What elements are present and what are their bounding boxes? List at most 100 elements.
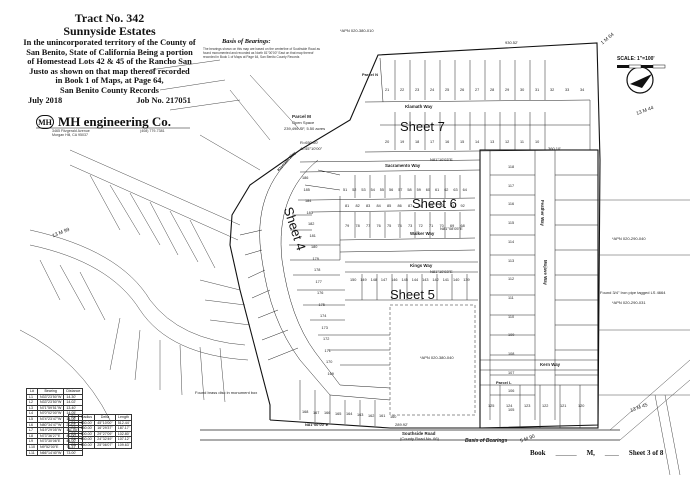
lot-number: 78 <box>355 224 360 228</box>
lot-number: 123 <box>524 404 531 408</box>
lot-number: 54 <box>370 188 375 192</box>
lot-number: 171 <box>324 348 331 353</box>
company-mark-icon: MH <box>36 115 54 129</box>
lot-number: 58 <box>407 188 412 192</box>
street-feather-way: Feather Way <box>540 200 545 226</box>
sheet6-lot-lines <box>311 175 476 260</box>
lot-number: 162 <box>368 413 375 418</box>
parcel-m-subtitle: Open Space <box>292 120 315 125</box>
lot-number: 115 <box>508 221 515 226</box>
sheet5-lot-lines <box>345 274 478 301</box>
found-pipe-note: Found 3/4" Iron pipe tagged LS 4664 <box>600 290 666 295</box>
sheet-5-label: Sheet 5 <box>390 287 435 302</box>
lot-number: 117 <box>508 183 515 188</box>
lot-number: 147 <box>380 278 388 282</box>
lot-number: 142 <box>432 278 439 282</box>
footer-sheet-number: Sheet 3 of 8 <box>628 449 664 457</box>
lot-number: 29 <box>505 88 510 92</box>
lot-number: 143 <box>422 278 429 282</box>
tract-description-line-4: Justo as shown on that map thereof recor… <box>29 66 190 76</box>
apn-right-2: *APN 020-290-031 <box>612 300 646 305</box>
curve-table-cell: C5 <box>68 442 79 449</box>
lot-number: 22 <box>400 88 405 92</box>
apn-bottom: *APN 020-380-040 <box>420 355 454 360</box>
line-table-cell: N70°02'00"W <box>36 410 65 417</box>
lot-number: 124 <box>506 404 513 408</box>
lot-number: 14 <box>475 140 480 144</box>
line-table-cell: N66°14'40"W <box>36 449 65 457</box>
lot-number: 186 <box>302 176 309 180</box>
lot-number: 182 <box>308 222 315 226</box>
lot-number: 73 <box>408 224 413 228</box>
lot-number: 146 <box>391 278 398 282</box>
lot-number: 56 <box>389 188 394 192</box>
street-klamath-way: Klamath Way <box>405 104 433 109</box>
parcel-n-label: Parcel N <box>362 72 379 77</box>
line-table-cell: N33°23'50"W <box>36 399 65 406</box>
curved-street-outer <box>259 149 391 401</box>
lot-number: 114 <box>508 239 515 244</box>
lot-number: 30 <box>520 88 525 92</box>
lot-number: 121 <box>560 404 567 408</box>
scale-label: SCALE: 1"=100' <box>617 56 655 62</box>
lot-number: 51 <box>343 188 348 192</box>
north-arrow-icon <box>626 66 654 94</box>
lot-number: 60 <box>425 188 431 192</box>
lot-number: 169 <box>327 371 334 376</box>
tract-description-line-1: In the unincorporated territory of the C… <box>23 38 196 47</box>
curve-table-cell: 250.00' <box>77 442 96 449</box>
lot-number: 84 <box>376 204 381 208</box>
lot-number: 107 <box>508 370 515 375</box>
date-job-line: July 2018 Job No. 217051 <box>22 96 197 106</box>
lot-number: 149 <box>360 278 367 282</box>
lot-number: 17 <box>430 140 435 144</box>
parcel-m-area: 239,496 SF, 5.50 acres <box>284 126 326 131</box>
apn-right: *APN 020-290-040 <box>612 236 646 241</box>
curve-table-cell: 102.80' <box>114 430 133 438</box>
lot-number: 59 <box>416 188 421 192</box>
top-distance: 930.52' <box>505 40 518 45</box>
lot-number: 77 <box>366 224 371 228</box>
lot-number: 181 <box>309 233 316 238</box>
lot-number: 139 <box>463 278 470 282</box>
lot-number: 28 <box>490 88 495 92</box>
line-table-cell: N19°29'05"W <box>36 427 65 434</box>
company-address: 3465 Fitzgerald Avenue Morgan Hill, CA 9… <box>52 129 90 138</box>
lot-number: 32 <box>550 88 555 92</box>
lot-number: 31 <box>535 88 540 92</box>
lot-number: 64 <box>462 188 467 192</box>
lot-number: 16 <box>445 140 450 144</box>
lot-number: 118 <box>508 165 515 169</box>
lot-number: 109 <box>508 333 515 338</box>
scale-bar <box>617 64 666 69</box>
line-table-cell: 13.40' <box>63 404 84 412</box>
street-kings-way: Kings Way <box>410 263 433 268</box>
lot-number: 90 <box>439 204 444 208</box>
lot-number: 167 <box>313 410 320 415</box>
southside-bearing: N81°00'00"E <box>305 422 329 427</box>
right-block-outline <box>479 149 599 429</box>
line-table-header: L# Bearing Distance <box>26 388 84 395</box>
parcel-l-label: Parcel L <box>496 380 512 385</box>
lot-number: 144 <box>411 278 419 282</box>
lot-number: 110 <box>508 314 515 319</box>
lot-number: 79 <box>345 224 350 228</box>
company-phone: (408) 779-7381 <box>140 129 165 133</box>
curve-table-cell: 187.17' <box>114 425 133 432</box>
tract-boundary <box>229 42 601 429</box>
lot-number: 141 <box>442 278 450 282</box>
lot-number: 81 <box>345 204 350 208</box>
lot-number: 184 <box>305 199 312 203</box>
lot-number: 112 <box>508 277 515 282</box>
lot-number: 180 <box>311 245 318 249</box>
map-date: July 2018 <box>28 95 63 105</box>
line-table-cell: N71°59'51"W <box>36 404 65 412</box>
line-table-cell: 14.30' <box>63 393 84 401</box>
lot-number: 24 <box>430 88 435 92</box>
right-distance: 360.10' <box>548 146 561 151</box>
